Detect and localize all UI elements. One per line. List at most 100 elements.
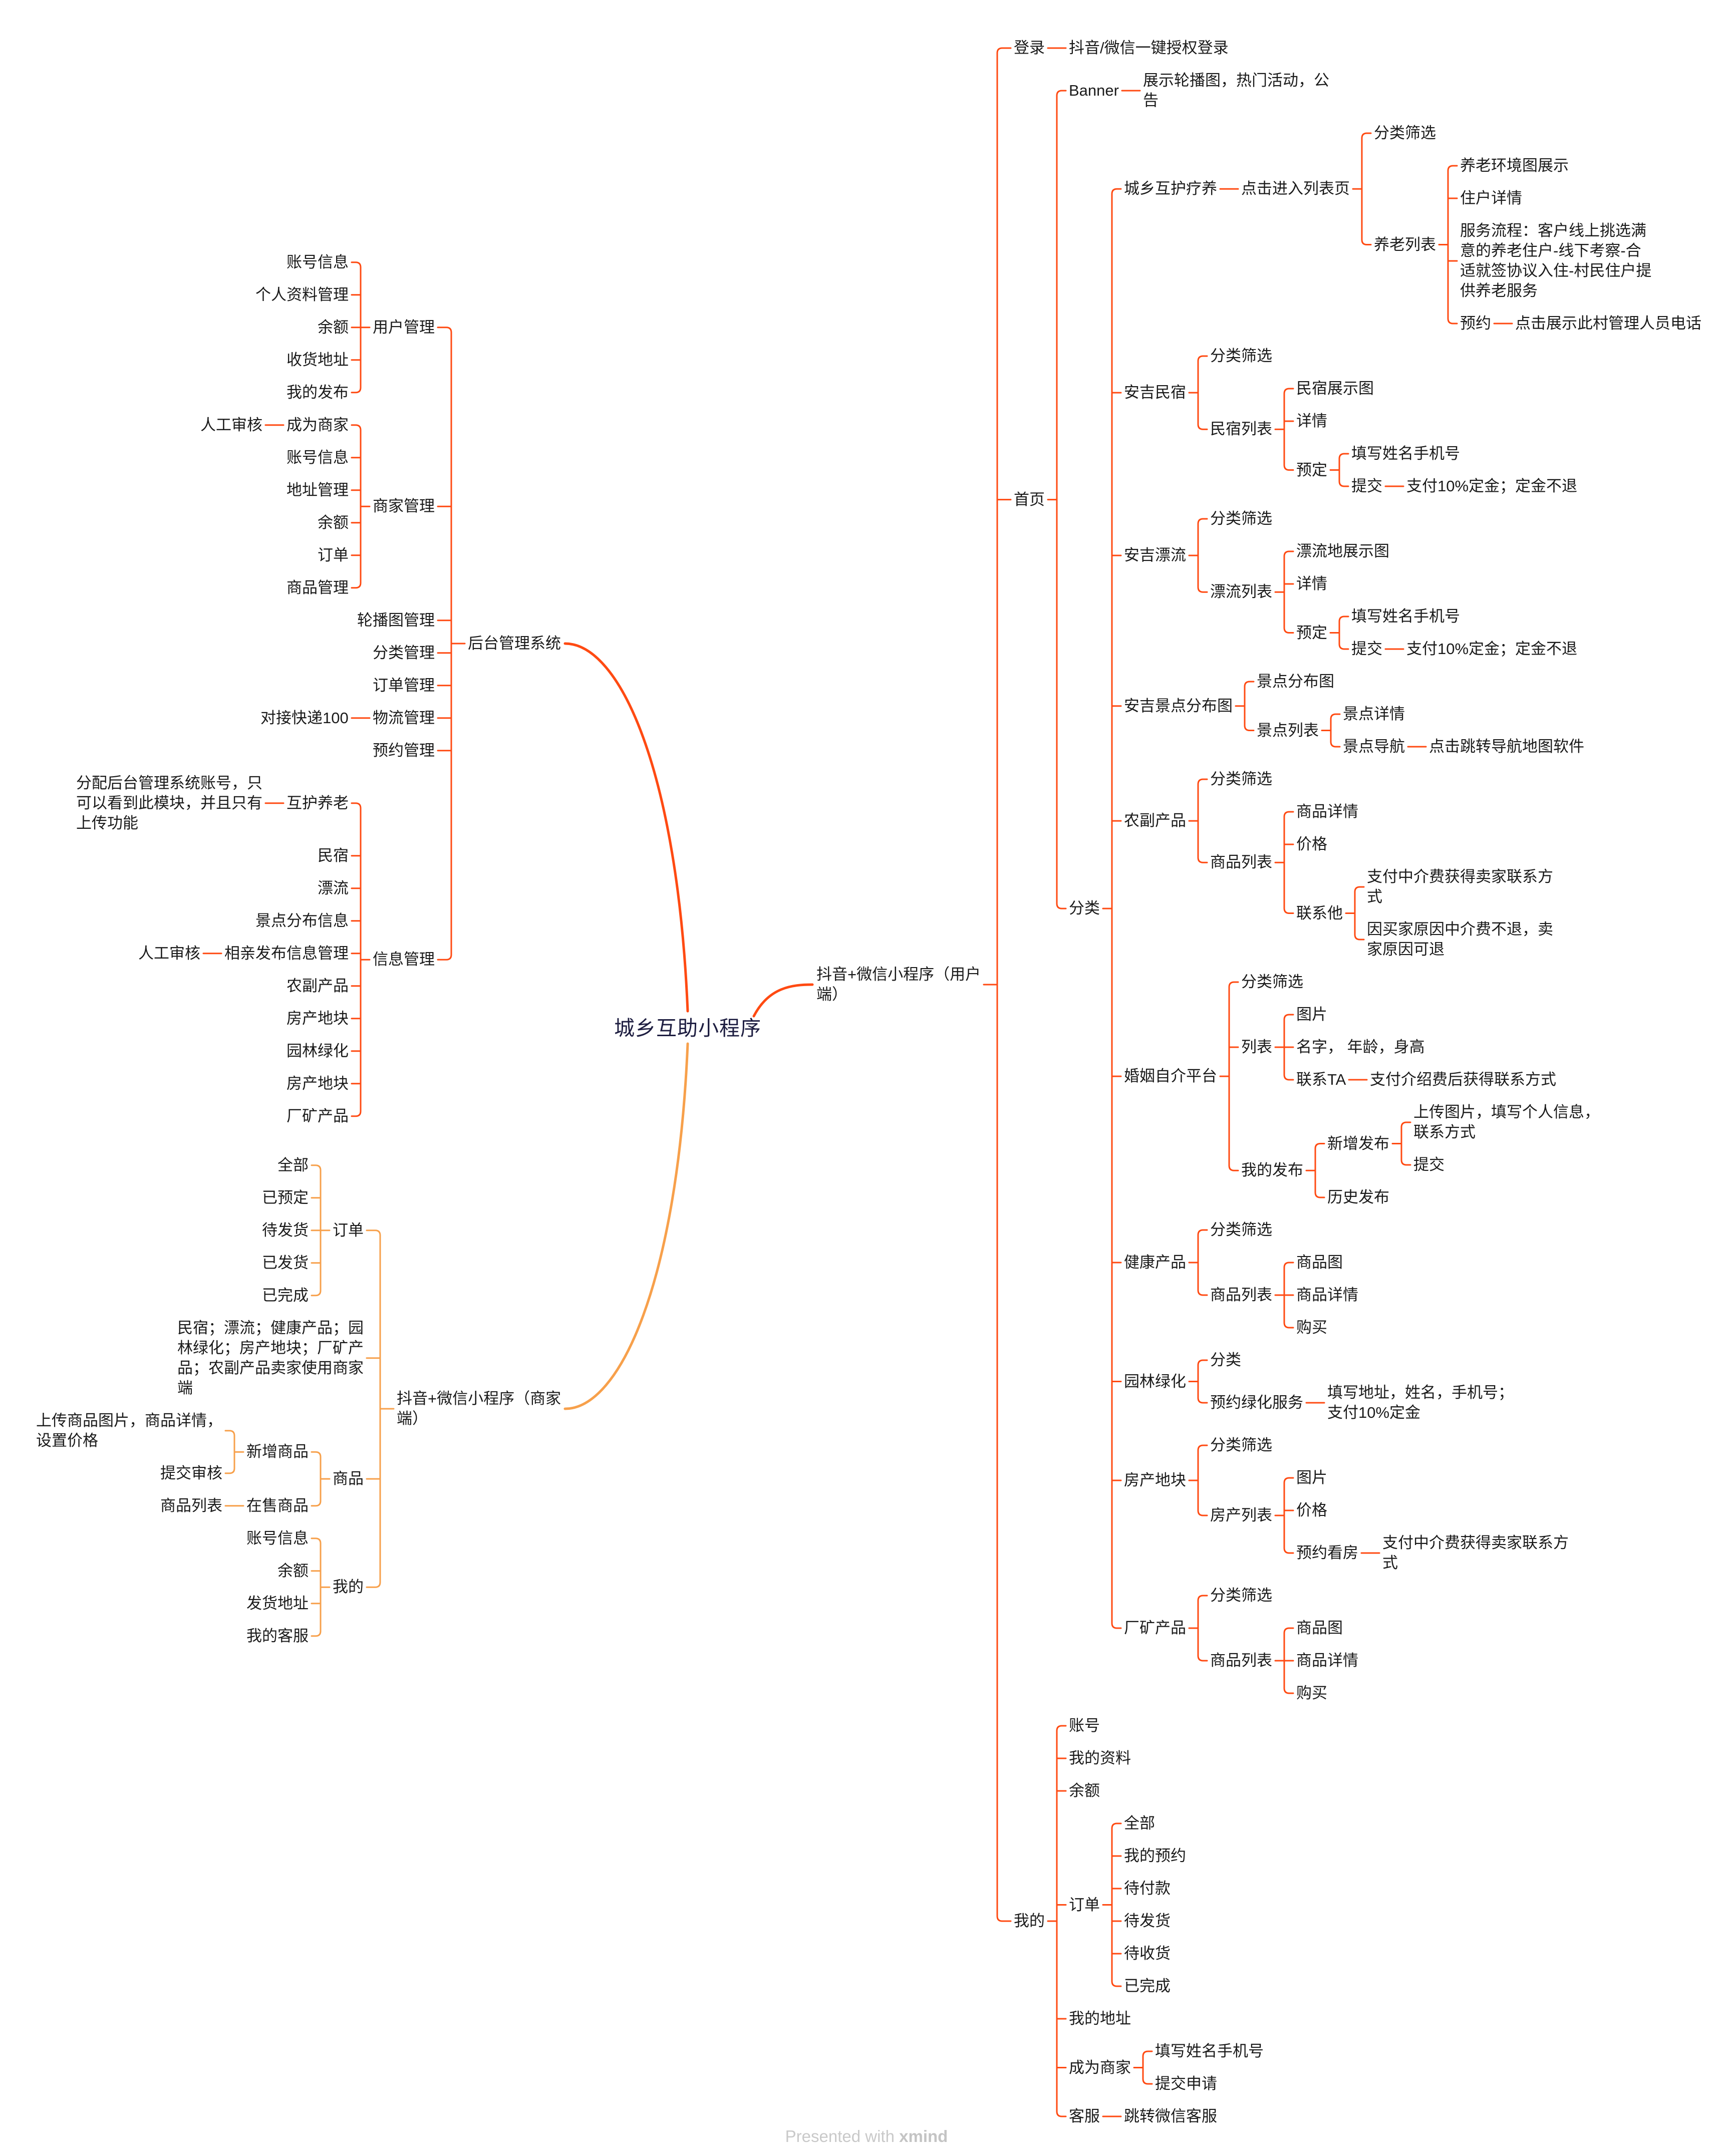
topic: 商品列表 <box>1210 1286 1272 1304</box>
subtopic-leaf: 地址管理 <box>286 481 349 499</box>
subtopic-leaf: 提交申请 <box>1155 2075 1217 2092</box>
subtopic-leaf: 商品详情 <box>1296 803 1358 820</box>
subtopic-leaf: 预约管理 <box>373 741 435 759</box>
subtopic-leaf: 全部 <box>277 1156 309 1174</box>
topic: Banner <box>1069 82 1119 99</box>
branch-bracket <box>1314 1143 1325 1198</box>
topic: 商品列表 <box>1210 1652 1272 1669</box>
topic: 列表 <box>1241 1038 1272 1056</box>
topic: 商家管理 <box>373 497 435 515</box>
subtopic-leaf: 已完成 <box>1124 1977 1171 1995</box>
branch-bracket <box>1197 355 1208 430</box>
topic: 我的 <box>333 1578 364 1596</box>
branch-bracket <box>1330 713 1341 748</box>
topic: 订单 <box>1069 1896 1100 1914</box>
branch-bracket <box>1447 165 1458 325</box>
subtopic-leaf: 详情 <box>1296 412 1327 430</box>
root-connector <box>563 642 689 1013</box>
topic: 客服 <box>1069 2107 1100 2125</box>
subtopic-leaf: 价格 <box>1296 835 1327 853</box>
subtopic-leaf: 图片 <box>1296 1006 1327 1023</box>
subtopic-leaf: 价格 <box>1296 1501 1327 1519</box>
topic: 用户管理 <box>373 318 435 336</box>
topic: 预约绿化服务 <box>1210 1394 1303 1411</box>
branch-bracket <box>224 1430 235 1474</box>
topic: 安吉民宿 <box>1124 384 1186 402</box>
subtopic-leaf: 已预定 <box>262 1188 309 1206</box>
topic: 商品列表 <box>1210 853 1272 871</box>
subtopic-leaf: 我的地址 <box>1069 2010 1131 2027</box>
subtopic-leaf: 我的客服 <box>246 1627 309 1645</box>
topic: 城乡互护疗养 <box>1124 180 1217 198</box>
subtopic-leaf: 分类筛选 <box>1210 510 1272 527</box>
topic: 景点导航 <box>1343 738 1405 755</box>
branch-bracket <box>311 1537 322 1637</box>
subtopic-leaf: 分类筛选 <box>1210 347 1272 365</box>
subtopic-leaf: 商品图 <box>1296 1619 1343 1637</box>
subtopic-leaf: 商品详情 <box>1296 1286 1358 1304</box>
subtopic-leaf: 购买 <box>1296 1319 1327 1336</box>
subtopic-leaf: 支付中介费获得卖家联系方 式 <box>1382 1534 1569 1572</box>
subtopic-leaf: 待发货 <box>1124 1912 1171 1930</box>
subtopic-leaf: 商品列表 <box>160 1496 222 1514</box>
subtopic-leaf: 余额 <box>1069 1782 1100 1799</box>
subtopic-leaf: 分类筛选 <box>1241 973 1303 991</box>
central-topic: 城乡互助小程序 <box>614 1017 761 1040</box>
subtopic-leaf: 住户详情 <box>1460 189 1522 207</box>
subtopic-leaf: 余额 <box>318 318 349 336</box>
branch-bracket <box>1197 1595 1208 1662</box>
subtopic-leaf: 填写姓名手机号 <box>1351 607 1460 625</box>
subtopic-leaf: 景点分布图 <box>1257 673 1334 690</box>
subtopic-leaf: 详情 <box>1296 575 1327 592</box>
topic: 成为商家 <box>286 416 349 434</box>
branch-bracket <box>437 327 452 961</box>
topic: 分类 <box>1069 899 1100 917</box>
topic: 漂流列表 <box>1210 583 1272 601</box>
subtopic-leaf: 我的发布 <box>286 383 349 401</box>
subtopic-leaf: 民宿展示图 <box>1296 380 1374 397</box>
subtopic-leaf: 民宿 <box>318 846 349 864</box>
subtopic-leaf: 支付介绍费后获得联系方式 <box>1370 1071 1556 1088</box>
subtopic-leaf: 因买家原因中介费不退，卖 家原因可退 <box>1367 920 1553 958</box>
topic: 我的 <box>1014 1912 1045 1930</box>
main-topic: 后台管理系统 <box>468 635 561 652</box>
subtopic-leaf: 账号 <box>1069 1717 1100 1734</box>
branch-bracket <box>1283 388 1294 471</box>
topic: 商品 <box>333 1470 364 1487</box>
subtopic-leaf: 购买 <box>1296 1684 1327 1702</box>
topic: 安吉漂流 <box>1124 546 1186 564</box>
topic: 安吉景点分布图 <box>1124 697 1233 715</box>
subtopic-leaf: 余额 <box>318 513 349 531</box>
topic: 新增发布 <box>1327 1134 1389 1152</box>
subtopic-leaf: 待发货 <box>262 1221 309 1239</box>
subtopic-leaf: 图片 <box>1296 1469 1327 1486</box>
subtopic-leaf: 上传图片，填写个人信息， 联系方式 <box>1413 1103 1600 1141</box>
subtopic-leaf: 分类筛选 <box>1210 1221 1272 1239</box>
topic: 联系他 <box>1296 904 1343 922</box>
topic: 登录 <box>1014 39 1045 57</box>
topic: 预定 <box>1296 624 1327 642</box>
topic: 园林绿化 <box>1124 1372 1186 1390</box>
branch-bracket <box>1338 453 1349 487</box>
topic: 景点列表 <box>1257 721 1319 739</box>
branch-bracket <box>1361 132 1372 245</box>
branch-bracket <box>1056 90 1067 909</box>
footer-credit: Presented with xmind <box>785 2127 948 2146</box>
topic: 厂矿产品 <box>1124 1619 1186 1637</box>
branch-bracket <box>1354 886 1365 941</box>
subtopic-leaf: 跳转微信客服 <box>1124 2107 1217 2125</box>
subtopic-leaf: 已发货 <box>262 1254 309 1272</box>
subtopic-leaf: 账号信息 <box>286 448 349 466</box>
branch-bracket <box>1111 188 1122 1629</box>
branch-bracket <box>996 47 1012 1922</box>
subtopic-leaf: 景点详情 <box>1343 705 1405 723</box>
branch-bracket <box>366 1229 381 1588</box>
subtopic-leaf: 提交审核 <box>160 1464 222 1482</box>
branch-bracket <box>1197 518 1208 593</box>
topic: 联系TA <box>1296 1071 1346 1088</box>
subtopic-leaf: 农副产品 <box>286 977 349 995</box>
topic: 婚姻自介平台 <box>1124 1067 1217 1085</box>
main-topic: 抖音+微信小程序（用户 端） <box>816 966 981 1003</box>
branch-bracket <box>351 802 362 1117</box>
